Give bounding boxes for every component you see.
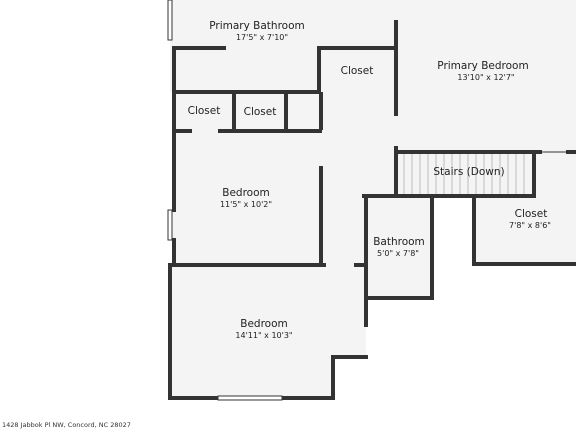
room-floors bbox=[170, 0, 576, 398]
bedroom-mid-floor bbox=[172, 131, 322, 265]
property-address: 1428 Jabbok Pl NW, Concord, NC 28027 bbox=[2, 421, 131, 429]
window-left bbox=[167, 209, 173, 241]
bedroom-mid-dims: 11'5" x 10'2" bbox=[220, 200, 272, 209]
closet-left-2-label: Closet bbox=[244, 106, 277, 118]
closet-top-label: Closet bbox=[341, 65, 374, 77]
window-bottom bbox=[217, 395, 283, 401]
primary-bathroom-dims: 17'5" x 7'10" bbox=[236, 33, 288, 42]
bathroom-label: Bathroom bbox=[373, 236, 425, 248]
bedroom-bottom-dims: 14'11" x 10'3" bbox=[235, 331, 292, 340]
closet-left-2-floor bbox=[234, 94, 320, 131]
stair-treads bbox=[403, 153, 525, 195]
windows bbox=[167, 0, 568, 401]
stairs-label: Stairs (Down) bbox=[433, 166, 504, 178]
room-labels: Primary Bathroom 17'5" x 7'10" Primary B… bbox=[188, 20, 551, 340]
bedroom-bottom-floor bbox=[170, 264, 366, 398]
bathroom-dims: 5'0" x 7'8" bbox=[377, 249, 419, 258]
walls bbox=[168, 20, 576, 400]
primary-bathroom-label: Primary Bathroom bbox=[209, 20, 304, 32]
bedroom-bottom-label: Bedroom bbox=[240, 318, 288, 330]
primary-bedroom-label: Primary Bedroom bbox=[437, 60, 528, 72]
closet-left-1-label: Closet bbox=[188, 105, 221, 117]
window-top-left bbox=[167, 0, 173, 41]
closet-right-dims: 7'8" x 8'6" bbox=[509, 221, 551, 230]
closet-left-1-floor bbox=[174, 94, 234, 131]
primary-bedroom-dims: 13'10" x 12'7" bbox=[457, 73, 514, 82]
closet-right-label: Closet bbox=[515, 208, 548, 220]
bedroom-mid-label: Bedroom bbox=[222, 187, 270, 199]
bathroom-floor bbox=[366, 196, 432, 298]
primary-bedroom-floor bbox=[396, 0, 576, 152]
